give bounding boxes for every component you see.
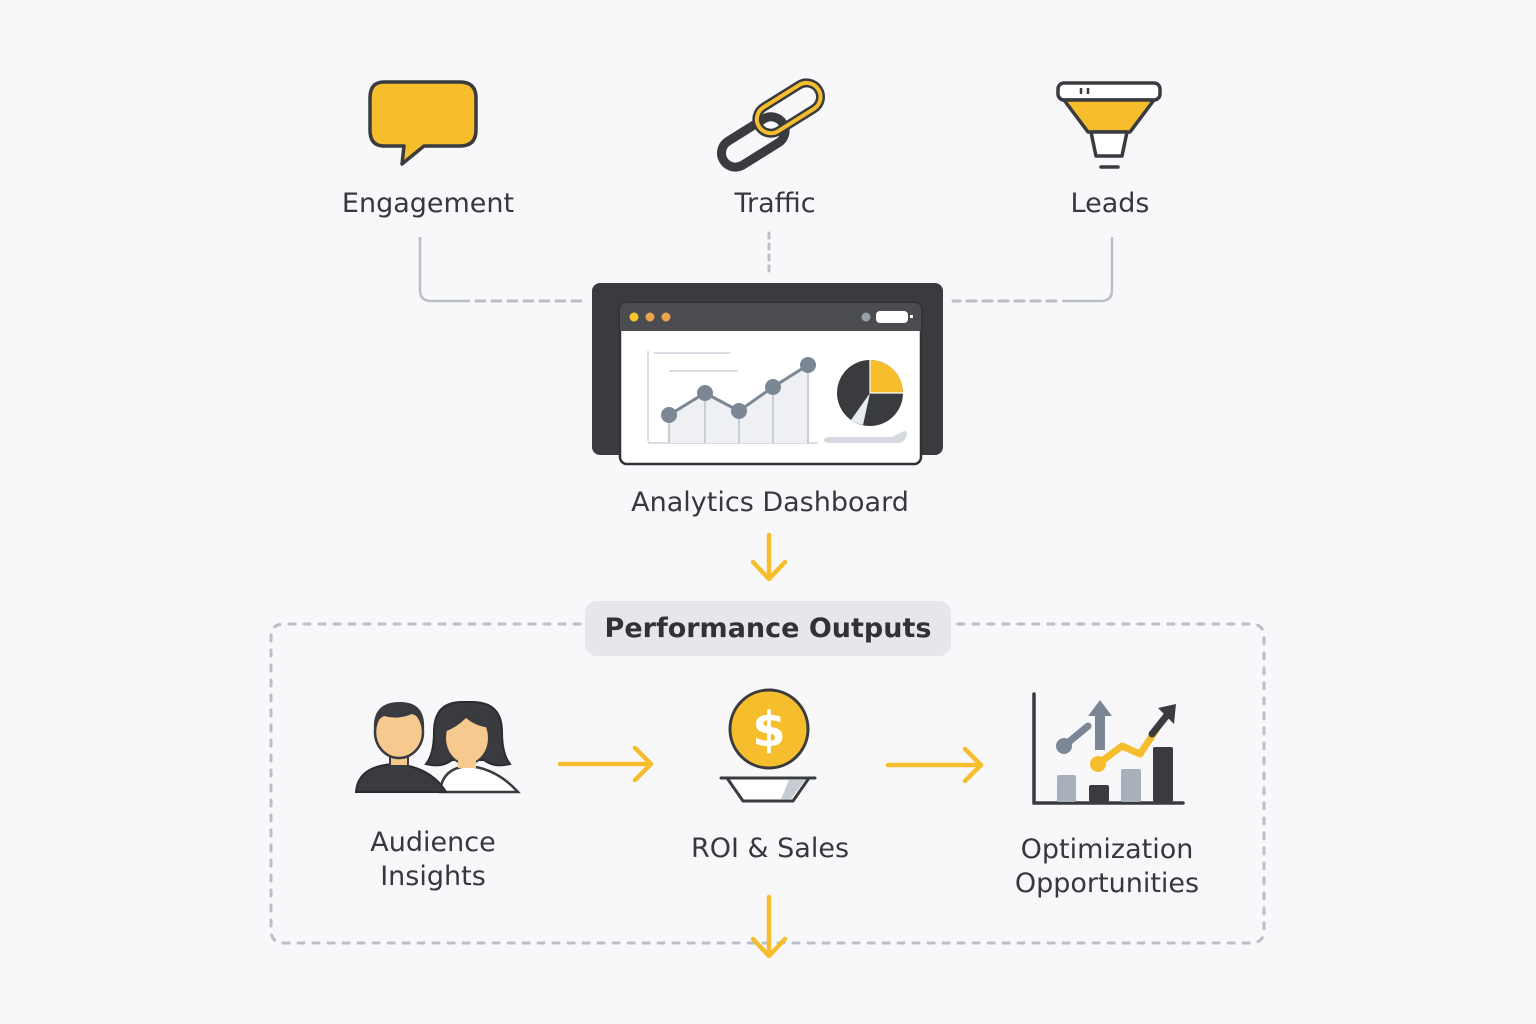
source-label: Leads	[1070, 188, 1150, 219]
window-dot-yellow	[629, 312, 639, 322]
people-icon	[354, 701, 521, 794]
source-label: Engagement	[341, 188, 515, 219]
funnel-icon	[1056, 81, 1162, 169]
arrow-down-to-outputs	[750, 532, 788, 582]
coin-bowl-icon: $	[719, 688, 817, 803]
output-label: Optimization Opportunities	[987, 833, 1227, 901]
speech-bubble-icon	[368, 80, 478, 166]
performance-outputs-title: Performance Outputs	[585, 601, 951, 656]
output-label: Audience Insights	[333, 826, 533, 894]
arrow-down-bottom	[750, 894, 788, 959]
arrow-audience-to-roi	[557, 745, 654, 783]
dashboard-monitor-icon	[592, 283, 943, 466]
connector-engagement	[418, 237, 470, 303]
source-label: Traffic	[734, 188, 816, 219]
output-label: ROI & Sales	[690, 833, 850, 864]
growth-chart-icon	[1032, 692, 1185, 805]
arrow-roi-to-optimization	[885, 746, 984, 784]
window-dot-orange	[645, 312, 655, 322]
output-label-line2: Insights	[380, 861, 486, 892]
output-label-line2: Opportunities	[1014, 868, 1200, 899]
dollar-sign: $	[752, 702, 785, 758]
window-dot-orange-2	[661, 312, 671, 322]
chain-link-icon	[716, 78, 826, 172]
coin	[728, 688, 810, 770]
hub-label: Analytics Dashboard	[631, 487, 909, 518]
output-label-line1: Audience	[370, 827, 496, 858]
connector-leads	[1062, 237, 1114, 303]
output-label-line1: Optimization	[1020, 834, 1194, 865]
